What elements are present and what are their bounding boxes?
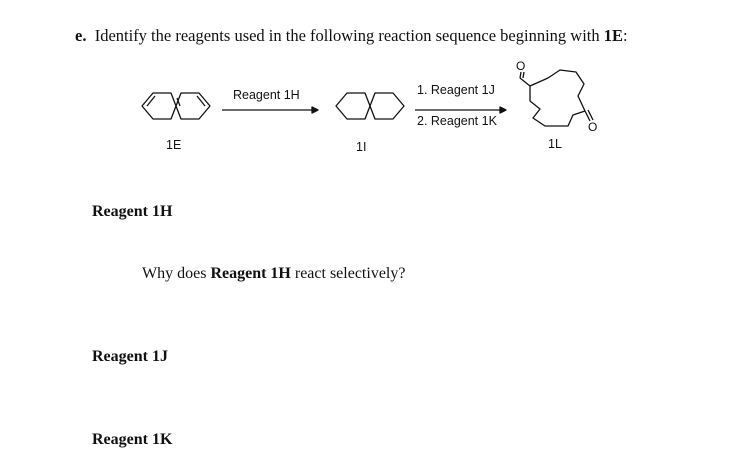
reagent-1h-heading: Reagent 1H [92,203,173,220]
reagent-1j-heading: Reagent 1J [92,348,168,365]
arrow1-label: Reagent 1H [233,88,300,102]
selectivity-question: Why does Reagent 1H react selectively? [142,265,405,283]
question-letter: e. [75,26,87,45]
question-text: e. Identify the reagents used in the fol… [75,26,628,46]
question-compound: 1E [603,26,624,45]
oxygen-label-bottom: O [588,120,597,134]
question-body: Identify the reagents used in the follow… [94,26,600,45]
selectivity-suffix: react selectively? [294,265,406,282]
compound-label-1e: 1E [166,138,182,152]
reagent-1k-heading: Reagent 1K [92,431,173,448]
arrow2-label-top: 1. Reagent 1J [417,83,495,97]
compound-1e-structure [141,92,211,120]
oxygen-label-top: O [516,59,525,73]
question-colon: : [623,26,628,45]
compound-label-1l: 1L [548,137,562,151]
selectivity-prefix: Why does [142,265,207,282]
compound-1l-structure [519,69,594,127]
selectivity-reagent: Reagent 1H [210,265,291,282]
arrow2-label-bottom: 2. Reagent 1K [417,114,497,128]
reaction-arrow-1 [222,106,319,114]
reaction-arrow-2 [415,106,507,114]
compound-1i-structure [335,92,405,120]
compound-label-1i: 1I [356,140,367,154]
